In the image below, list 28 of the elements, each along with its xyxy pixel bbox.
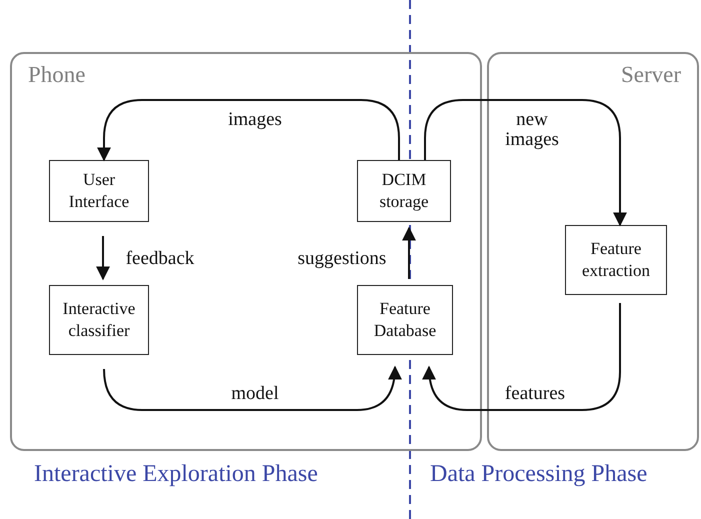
box-label: Feature Database xyxy=(372,298,438,342)
edge-label: feedback xyxy=(126,249,194,269)
process-box xyxy=(49,285,149,355)
process-box xyxy=(565,225,667,295)
arrow xyxy=(103,366,402,411)
arrow xyxy=(97,99,400,162)
phase-label: Interactive Exploration Phase xyxy=(34,461,318,488)
box-label: DCIM storage xyxy=(378,169,430,213)
region-title: Phone xyxy=(28,62,86,88)
arrow xyxy=(424,99,627,226)
arrow xyxy=(422,303,621,411)
edge-label: suggestions xyxy=(298,249,386,269)
region-panel xyxy=(487,52,699,451)
arrow xyxy=(402,226,416,279)
phase-label: Data Processing Phase xyxy=(430,461,648,488)
region-title: Server xyxy=(620,62,681,88)
edge-label: features xyxy=(504,384,566,404)
process-box xyxy=(357,160,451,222)
box-label: Feature extraction xyxy=(581,238,651,282)
box-label: Interactive classifier xyxy=(62,298,136,342)
edge-label: images xyxy=(228,110,282,130)
edge-label: model xyxy=(231,384,279,404)
box-label: User Interface xyxy=(68,169,130,213)
process-box xyxy=(357,285,453,355)
edge-label: new images xyxy=(504,110,560,150)
process-box xyxy=(49,160,149,222)
arrow xyxy=(96,236,110,280)
region-panel xyxy=(10,52,482,451)
